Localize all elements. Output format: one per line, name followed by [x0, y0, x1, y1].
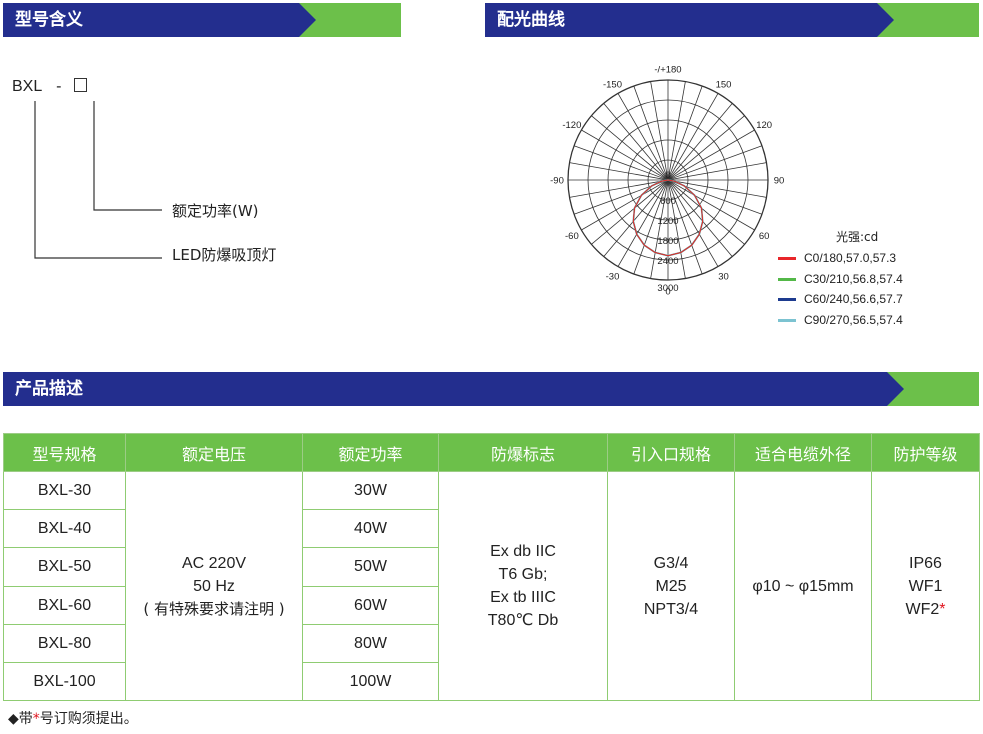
legend-swatch: [778, 257, 796, 261]
legend-swatch: [778, 298, 796, 302]
header-power: 额定功率: [302, 433, 439, 472]
model-cell: BXL-40: [3, 509, 126, 549]
polar-angle-label: 90: [774, 176, 785, 187]
cable-cell: φ10 ~ φ15mm: [734, 470, 872, 702]
model-cell: BXL-80: [3, 623, 126, 663]
power-cell: 50W: [302, 547, 439, 587]
table-header-row: 型号规格 额定电压 额定功率 防爆标志 引入口规格 适合电缆外径 防护等级: [3, 433, 980, 472]
model-cell: BXL-100: [3, 661, 126, 702]
power-cell: 40W: [302, 509, 439, 549]
spec-table: 型号规格 额定电压 额定功率 防爆标志 引入口规格 适合电缆外径 防护等级 BX…: [3, 433, 980, 702]
chart-legend: 光强:cd C0/180,57.0,57.3 C30/210,56.8,57.4…: [778, 228, 903, 330]
entry-cell: G3/4 M25 NPT3/4: [607, 470, 735, 702]
polar-angle-label: 30: [718, 272, 729, 283]
voltage-line: 50 Hz: [193, 577, 235, 595]
legend-title: 光强:cd: [836, 230, 879, 244]
legend-label: C60/240,56.6,57.7: [804, 292, 903, 306]
legend-label: C30/210,56.8,57.4: [804, 271, 903, 286]
light-distribution-chart: -/+180 150 120 90 60 30 0 -30 -60 -90 -120 -150 0 600…: [550, 65, 785, 298]
header-entry: 引入口规格: [607, 433, 735, 472]
protection-line: IP66: [909, 554, 942, 572]
polar-series-curve: [632, 179, 704, 257]
polar-radial-label: 0: [665, 170, 670, 181]
protection-value: WF2: [905, 600, 940, 618]
power-cell: 80W: [302, 623, 439, 663]
ex-mark-line: T6 Gb;: [498, 566, 548, 584]
legend-swatch: [778, 277, 796, 281]
polar-angle-label: 120: [756, 120, 772, 131]
polar-angle-label: -/+180: [654, 65, 681, 76]
legend-item: C90/270,56.5,57.4: [778, 310, 903, 331]
header-ex-mark: 防爆标志: [438, 433, 608, 472]
power-label: 额定功率(W): [172, 202, 259, 220]
header-model: 型号规格: [3, 433, 126, 472]
section-banner-product-desc: 产品描述: [3, 372, 979, 406]
legend-item: C60/240,56.6,57.7: [778, 289, 903, 310]
model-code-lines: [34, 101, 162, 259]
footnote: ◆带*号订购须提出。: [8, 708, 138, 728]
section-banner-model-meaning: 型号含义: [3, 3, 401, 37]
section-banner-light-curve: 配光曲线: [485, 3, 979, 37]
polar-radial-label: 1200: [657, 216, 678, 227]
power-cell: 100W: [302, 661, 439, 702]
footnote-prefix: ◆带: [8, 711, 33, 727]
polar-angle-label: -120: [562, 120, 581, 131]
voltage-line: ( 有特殊要求请注明 ): [143, 599, 285, 618]
polar-radial-label: 3000: [657, 283, 678, 294]
polar-angle-label: -30: [606, 272, 620, 283]
header-voltage: 额定电压: [125, 433, 303, 472]
table-row: BXL-100 100W: [3, 661, 980, 702]
section-title-model-meaning: 型号含义: [15, 10, 83, 30]
polar-angle-label: 150: [716, 79, 732, 90]
section-title-light-curve: 配光曲线: [497, 10, 565, 30]
protection-line: WF2*: [872, 598, 979, 621]
entry-line: M25: [655, 577, 687, 595]
legend-swatch: [778, 318, 796, 322]
table-row: BXL-30 AC 220V 50 Hz ( 有特殊要求请注明 ) 30W Ex…: [3, 470, 980, 702]
ex-mark-line: Ex db IIC: [490, 543, 556, 561]
model-cell: BXL-50: [3, 547, 126, 587]
model-cell: BXL-30: [3, 470, 126, 511]
header-protection: 防护等级: [871, 433, 980, 472]
legend-item: C0/180,57.0,57.3: [778, 248, 903, 269]
voltage-cell: AC 220V 50 Hz ( 有特殊要求请注明 ): [125, 470, 303, 702]
model-dash: -: [56, 78, 62, 95]
entry-line: NPT3/4: [643, 600, 699, 618]
power-cell: 30W: [302, 470, 439, 511]
section-title-product-desc: 产品描述: [15, 379, 83, 399]
voltage-line: AC 220V: [181, 554, 247, 572]
ex-mark-line: T80℃ Db: [487, 612, 559, 630]
polar-angle-label: 0: [665, 287, 670, 298]
ex-mark-cell: Ex db IIC T6 Gb; Ex tb IIIC T80℃ Db: [438, 470, 608, 702]
protection-line: WF1: [908, 577, 943, 595]
header-cable: 适合电缆外径: [734, 433, 872, 472]
footnote-star: *: [32, 711, 40, 727]
ex-mark-line: Ex tb IIIC: [490, 589, 556, 607]
legend-label: C90/270,56.5,57.4: [804, 312, 903, 327]
protection-cell: IP66 WF1 WF2*: [871, 470, 980, 702]
polar-angle-label: -150: [603, 79, 622, 90]
polar-radial-label: 2400: [657, 256, 678, 267]
table-row: BXL-40 40W: [3, 509, 980, 549]
footnote-suffix: 号订购须提出。: [39, 711, 138, 727]
polar-angle-label: -60: [565, 231, 579, 242]
model-prefix: BXL: [12, 78, 42, 95]
model-cell: BXL-60: [3, 585, 126, 625]
polar-radial-label: 1800: [657, 236, 678, 247]
legend-item: C30/210,56.8,57.4: [778, 269, 903, 290]
model-code: BXL -: [12, 78, 87, 96]
legend-label: C0/180,57.0,57.3: [804, 251, 897, 265]
polar-radial-label: 600: [660, 196, 676, 207]
polar-angle-label: -90: [550, 176, 564, 187]
type-label: LED防爆吸顶灯: [172, 246, 277, 264]
required-star: *: [939, 600, 946, 618]
power-placeholder-box: [73, 78, 87, 92]
table-row: BXL-50 50W: [3, 547, 980, 587]
power-cell: 60W: [302, 585, 439, 625]
polar-angle-label: 60: [759, 231, 770, 242]
table-row: BXL-80 80W: [3, 623, 980, 663]
entry-line: G3/4: [653, 554, 689, 572]
